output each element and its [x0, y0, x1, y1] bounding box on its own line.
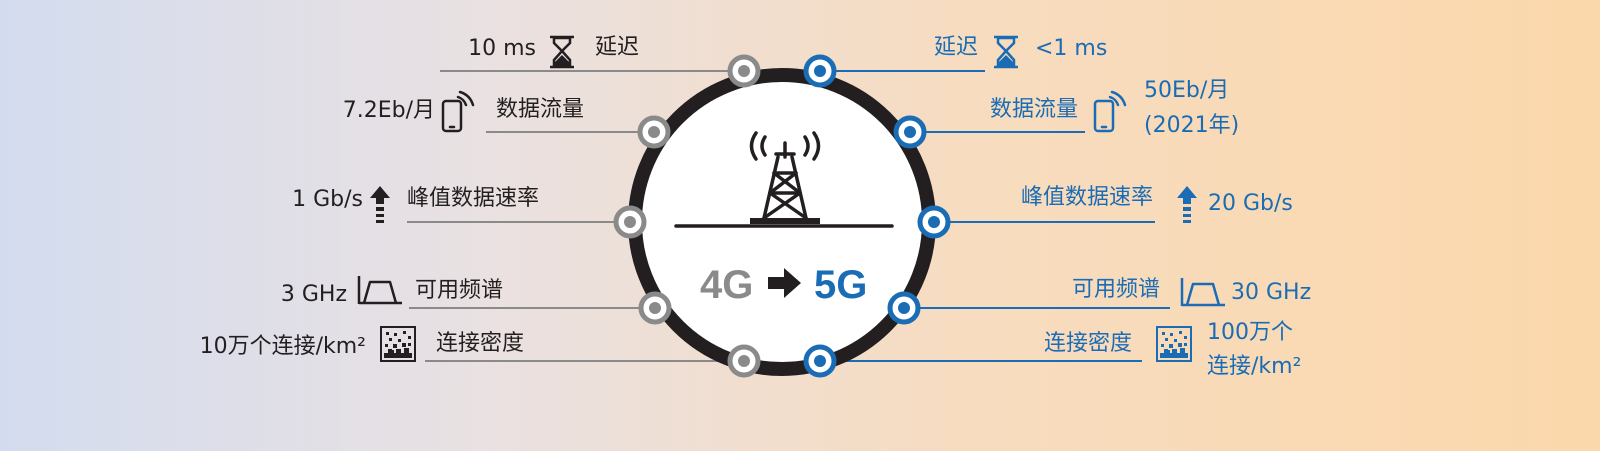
left-peak-rate-value: 1 Gb/s — [292, 187, 363, 212]
right-spectrum-value: 30 GHz — [1231, 280, 1312, 305]
left-latency-value: 10 ms — [468, 36, 536, 61]
right-spectrum-label: 可用频谱 — [1071, 277, 1160, 302]
left-density-value: 10万个连接/km² — [199, 334, 366, 359]
spectrum-icon — [357, 276, 402, 305]
left-traffic-label: 数据流量 — [496, 97, 585, 122]
right-density-value-line1: 100万个 — [1207, 320, 1293, 345]
cell-tower-icon — [674, 131, 894, 228]
left-traffic-value: 7.2Eb/月 — [342, 98, 435, 123]
right-latency-value: <1 ms — [1035, 36, 1108, 61]
right-density-label: 连接密度 — [1043, 331, 1132, 356]
right-latency-label: 延迟 — [933, 35, 978, 60]
to-generation-label: 5G — [814, 263, 868, 307]
left-density-label: 连接密度 — [436, 331, 525, 356]
hourglass-icon — [994, 35, 1018, 69]
left-leader-lines — [407, 70, 744, 362]
left-peak-rate-label: 峰值数据速率 — [407, 186, 540, 211]
from-generation-label: 4G — [700, 263, 754, 307]
density-grid-icon — [1156, 326, 1192, 362]
right-traffic-value-line2: (2021年) — [1144, 113, 1240, 138]
right-peak-rate-label: 峰值数据速率 — [1020, 185, 1153, 210]
smartphone-signal-icon — [441, 90, 475, 133]
right-peak-rate-value: 20 Gb/s — [1208, 191, 1293, 216]
density-grid-icon — [380, 326, 416, 362]
smartphone-signal-icon — [1093, 90, 1127, 133]
right-density-value-line2: 连接/km² — [1207, 354, 1302, 379]
left-spectrum-label: 可用频谱 — [415, 278, 504, 303]
left-nodes — [613, 54, 761, 378]
right-leader-lines — [820, 70, 1170, 362]
right-arrow-icon — [768, 268, 801, 298]
right-traffic-value-line1: 50Eb/月 — [1144, 78, 1230, 103]
left-latency-label: 延迟 — [595, 35, 640, 60]
left-spectrum-value: 3 GHz — [280, 282, 347, 307]
spectrum-icon — [1180, 278, 1225, 307]
hourglass-icon — [550, 35, 574, 69]
up-arrow-icon — [1177, 186, 1197, 223]
up-arrow-icon — [370, 186, 390, 223]
right-traffic-label: 数据流量 — [989, 97, 1078, 122]
